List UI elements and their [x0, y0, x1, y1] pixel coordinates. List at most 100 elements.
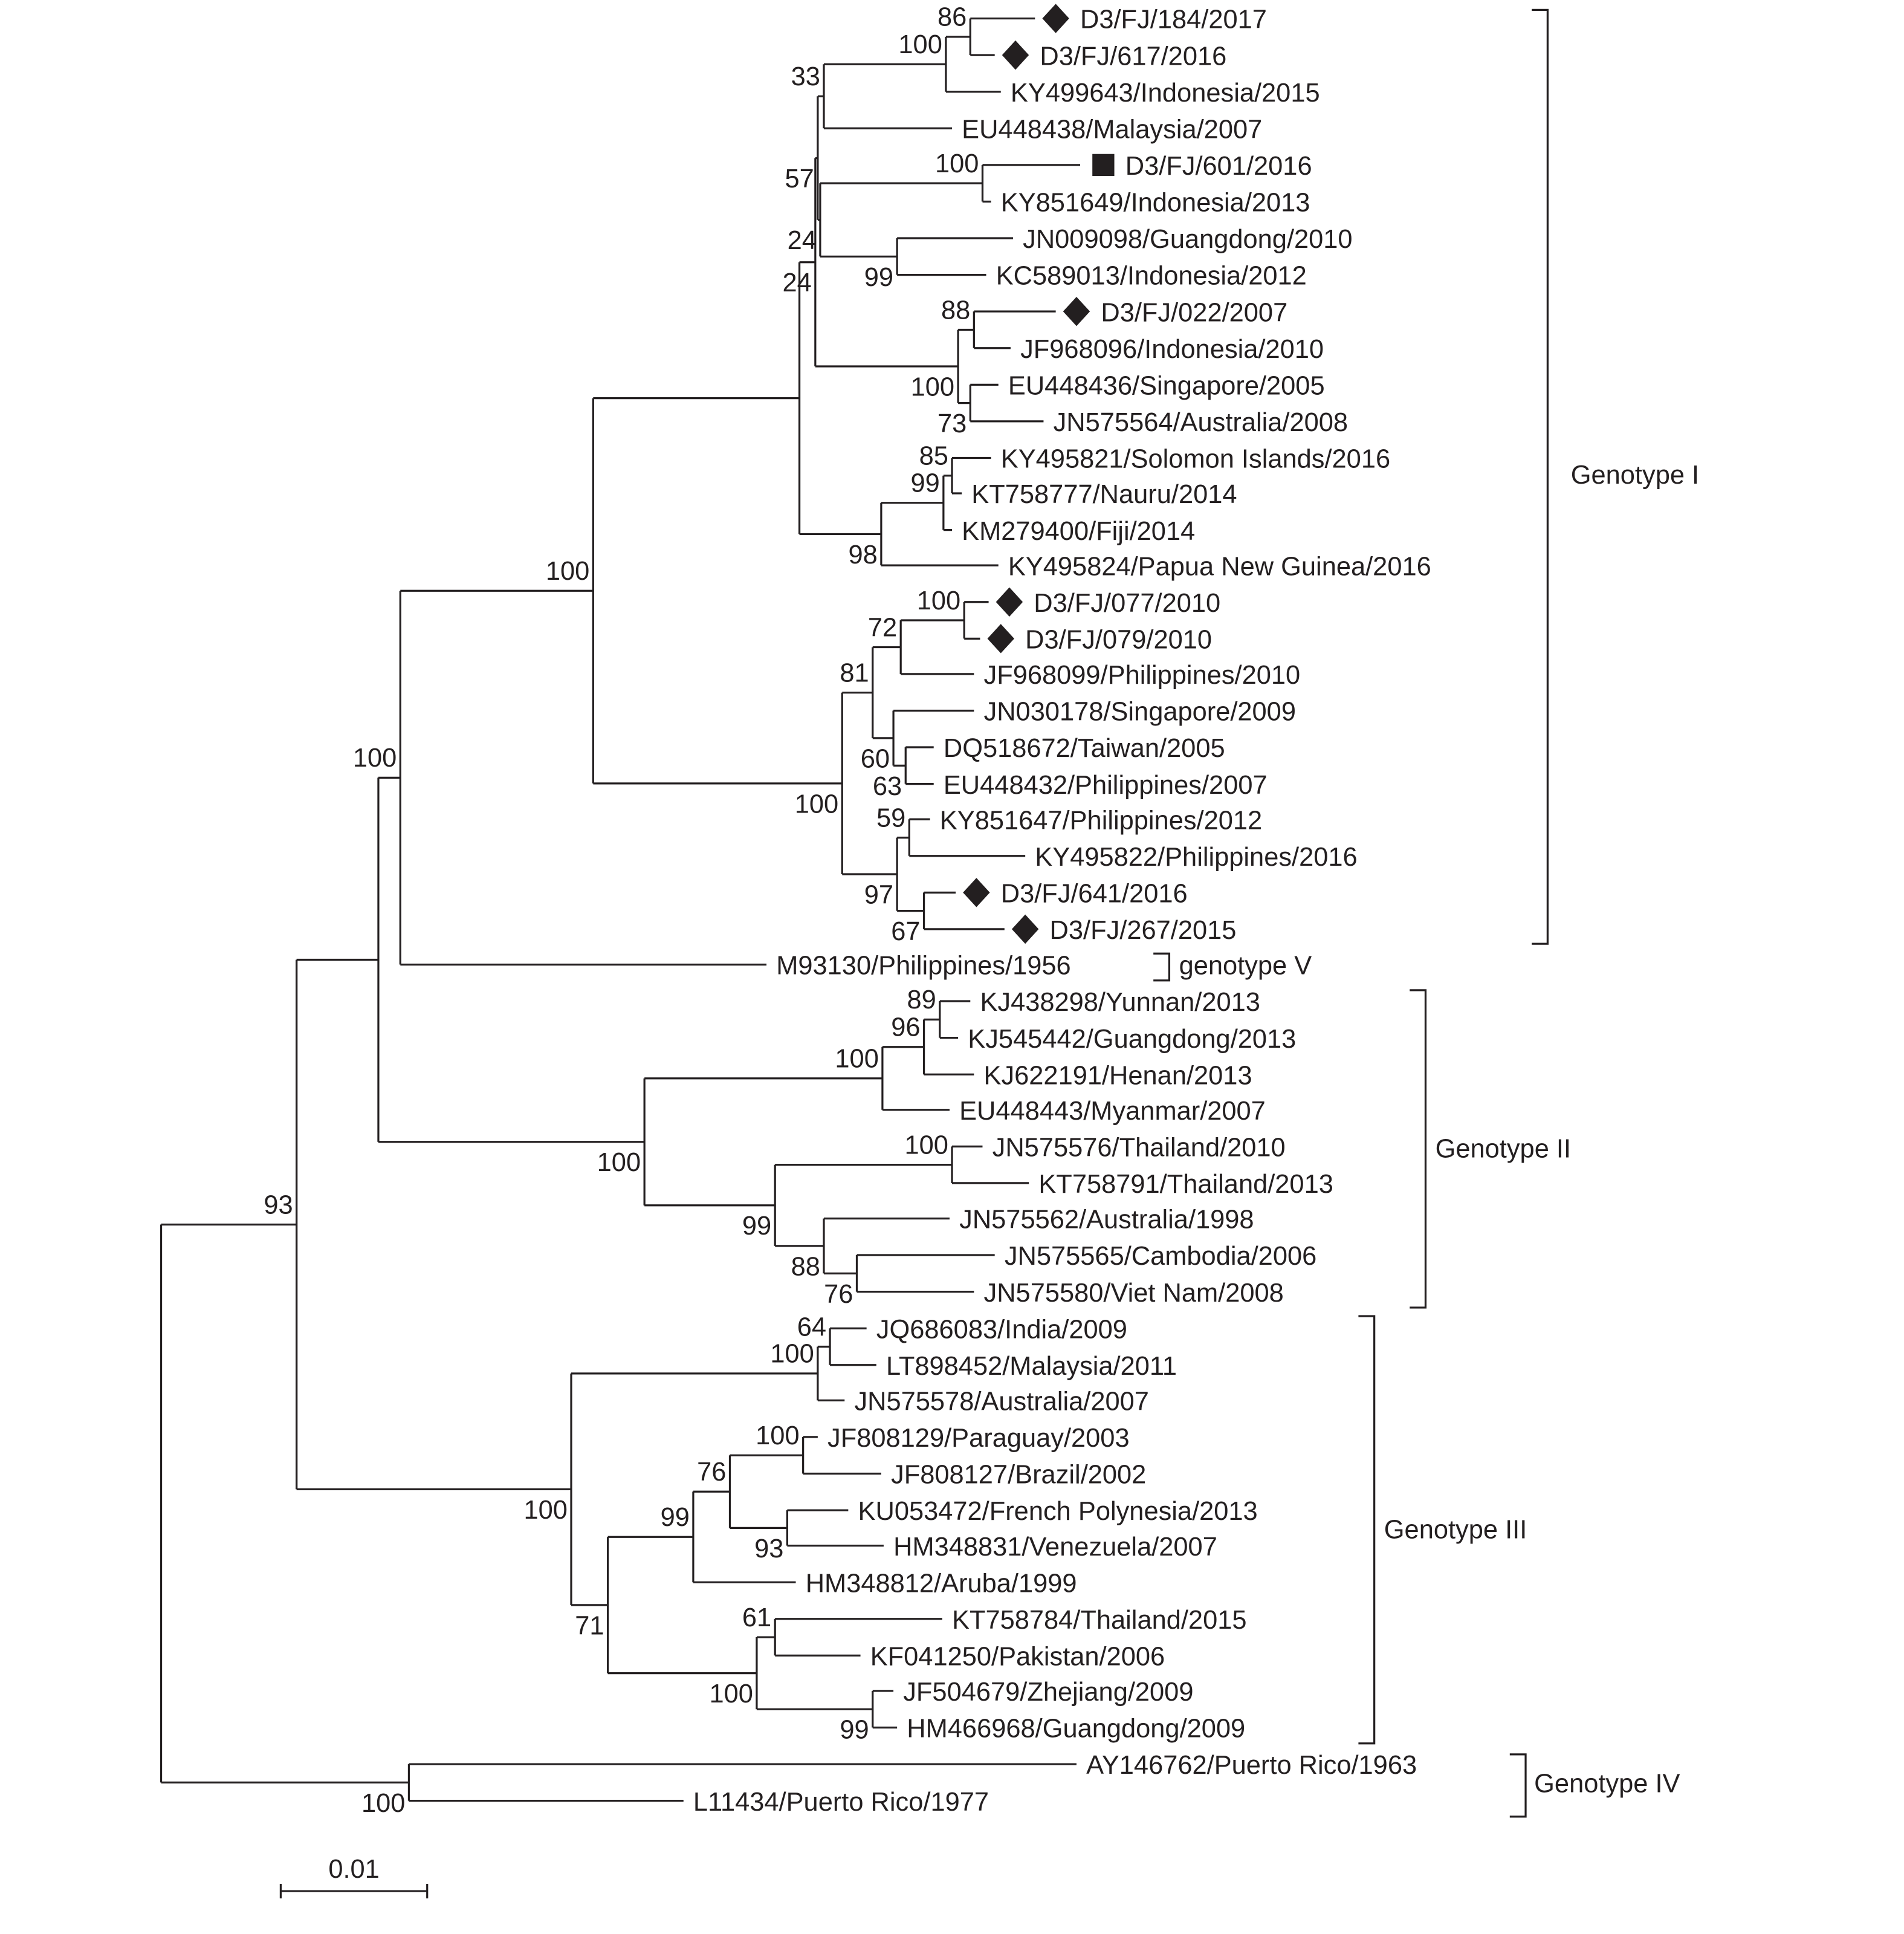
taxon-label: JN575564/Australia/2008: [1054, 408, 1348, 437]
taxon-label: HM348831/Venezuela/2007: [893, 1533, 1217, 1562]
bootstrap-value: 100: [524, 1496, 568, 1525]
bootstrap-value: 86: [937, 3, 967, 32]
bootstrap-value: 99: [864, 263, 893, 292]
bootstrap-value: 72: [868, 613, 897, 642]
taxon-label: EU448443/Myanmar/2007: [959, 1097, 1266, 1126]
tree-labels: D3/FJ/184/2017D3/FJ/617/201686KY499643/I…: [264, 3, 1431, 1818]
bootstrap-value: 100: [361, 1789, 405, 1818]
diamond-marker-icon: [963, 878, 990, 907]
bootstrap-value: 99: [911, 469, 940, 498]
bootstrap-value: 100: [756, 1421, 799, 1450]
bootstrap-value: 100: [597, 1148, 641, 1177]
taxon-label: DQ518672/Taiwan/2005: [944, 734, 1225, 763]
bootstrap-value: 93: [754, 1534, 783, 1563]
taxon-label: JF968096/Indonesia/2010: [1020, 335, 1324, 364]
square-marker-icon: [1092, 154, 1115, 177]
scale-bar: 0.01: [279, 1855, 429, 1899]
taxon-label: LT898452/Malaysia/2011: [886, 1352, 1177, 1381]
diamond-marker-icon: [1011, 914, 1039, 944]
taxon-label: HM348812/Aruba/1999: [806, 1569, 1077, 1598]
taxon-label: JF808127/Brazil/2002: [891, 1461, 1146, 1490]
taxon-label: KM279400/Fiji/2014: [962, 517, 1195, 546]
bootstrap-value: 85: [919, 442, 948, 471]
bootstrap-value: 100: [770, 1340, 814, 1369]
taxon-label: KJ545442/Guangdong/2013: [968, 1025, 1296, 1054]
diamond-marker-icon: [1042, 4, 1069, 33]
bootstrap-value: 100: [835, 1045, 878, 1074]
genotype-v-bracket: genotype V: [1153, 952, 1312, 982]
taxon-label: KU053472/French Polynesia/2013: [858, 1497, 1258, 1526]
diamond-marker-icon: [1063, 296, 1090, 326]
bootstrap-value: 97: [864, 881, 893, 910]
bootstrap-value: 88: [791, 1252, 820, 1281]
bootstrap-value: 67: [891, 917, 920, 946]
taxon-label: EU448432/Philippines/2007: [944, 771, 1268, 800]
bootstrap-value: 63: [873, 772, 902, 801]
taxon-label: KY499643/Indonesia/2015: [1011, 79, 1320, 108]
genotype-v-label: genotype V: [1179, 952, 1312, 981]
taxon-label: JN575562/Australia/1998: [959, 1206, 1254, 1235]
diamond-marker-icon: [987, 624, 1014, 654]
taxon-label: KC589013/Indonesia/2012: [996, 262, 1307, 291]
bootstrap-value: 60: [861, 744, 890, 773]
taxon-label: JN030178/Singapore/2009: [983, 698, 1295, 727]
genotype-iv-bracket: Genotype IV: [1509, 1753, 1680, 1818]
taxon-label: L11434/Puerto Rico/1977: [693, 1788, 989, 1817]
genotype-i-label: Genotype I: [1571, 461, 1699, 490]
bootstrap-value: 33: [791, 62, 820, 91]
taxon-label: JN009098/Guangdong/2010: [1023, 225, 1352, 254]
bootstrap-value: 100: [898, 30, 942, 59]
bootstrap-value: 76: [824, 1280, 853, 1309]
taxon-label: EU448436/Singapore/2005: [1008, 371, 1325, 400]
taxon-label: JF808129/Paraguay/2003: [827, 1424, 1130, 1453]
taxon-label: D3/FJ/079/2010: [1025, 625, 1212, 654]
taxon-label: KT758791/Thailand/2013: [1038, 1170, 1333, 1199]
taxon-label: AY146762/Puerto Rico/1963: [1086, 1751, 1417, 1780]
bootstrap-value: 89: [907, 985, 936, 1014]
taxon-label: KT758777/Nauru/2014: [971, 480, 1237, 509]
taxon-label: KJ622191/Henan/2013: [983, 1061, 1252, 1090]
taxon-label: JN575565/Cambodia/2006: [1005, 1242, 1316, 1271]
bootstrap-value: 99: [742, 1212, 771, 1241]
bootstrap-value: 64: [797, 1313, 826, 1342]
taxon-label: JQ686083/India/2009: [876, 1315, 1127, 1344]
taxon-label: KJ438298/Yunnan/2013: [980, 988, 1260, 1017]
taxon-label: JN575578/Australia/2007: [854, 1387, 1148, 1416]
taxon-label: KY495822/Philippines/2016: [1035, 843, 1357, 872]
genotype-ii-bracket: Genotype II: [1410, 989, 1571, 1309]
bootstrap-value: 73: [937, 409, 967, 438]
bootstrap-value: 100: [546, 557, 589, 586]
taxon-label: JN575576/Thailand/2010: [992, 1133, 1286, 1162]
taxon-label: D3/FJ/641/2016: [1001, 879, 1188, 908]
taxon-label: EU448438/Malaysia/2007: [962, 115, 1262, 144]
taxon-label: KF041250/Pakistan/2006: [870, 1643, 1165, 1672]
bootstrap-value: 100: [935, 149, 979, 178]
bootstrap-value: 24: [788, 226, 817, 255]
bootstrap-value: 93: [264, 1190, 293, 1219]
bootstrap-value: 76: [697, 1458, 726, 1487]
bootstrap-value: 81: [840, 659, 869, 688]
taxon-label: D3/FJ/022/2007: [1101, 298, 1287, 327]
taxon-label: KY495821/Solomon Islands/2016: [1001, 445, 1390, 474]
bootstrap-value: 100: [911, 373, 954, 402]
tree-branches: [160, 17, 1081, 1802]
genotype-iii-bracket: Genotype III: [1358, 1315, 1527, 1745]
taxon-label: JF968099/Philippines/2010: [983, 661, 1300, 690]
taxon-label: D3/FJ/184/2017: [1080, 5, 1267, 34]
diamond-marker-icon: [1002, 40, 1029, 70]
taxon-label: JF504679/Zhejiang/2009: [903, 1678, 1193, 1707]
bootstrap-value: 100: [917, 586, 960, 615]
bootstrap-value: 24: [783, 268, 812, 297]
bootstrap-value: 71: [575, 1611, 604, 1640]
taxon-label: JN575580/Viet Nam/2008: [983, 1279, 1283, 1308]
genotype-ii-label: Genotype II: [1436, 1134, 1571, 1163]
bootstrap-value: 59: [876, 803, 905, 832]
taxon-label: HM466968/Guangdong/2009: [907, 1715, 1245, 1744]
bootstrap-value: 61: [742, 1603, 771, 1632]
bootstrap-value: 100: [905, 1131, 948, 1160]
bootstrap-value: 100: [709, 1679, 753, 1708]
taxon-label: KY495824/Papua New Guinea/2016: [1008, 552, 1431, 581]
taxon-label: KY851647/Philippines/2012: [940, 806, 1262, 835]
taxon-label: KY851649/Indonesia/2013: [1001, 189, 1310, 218]
